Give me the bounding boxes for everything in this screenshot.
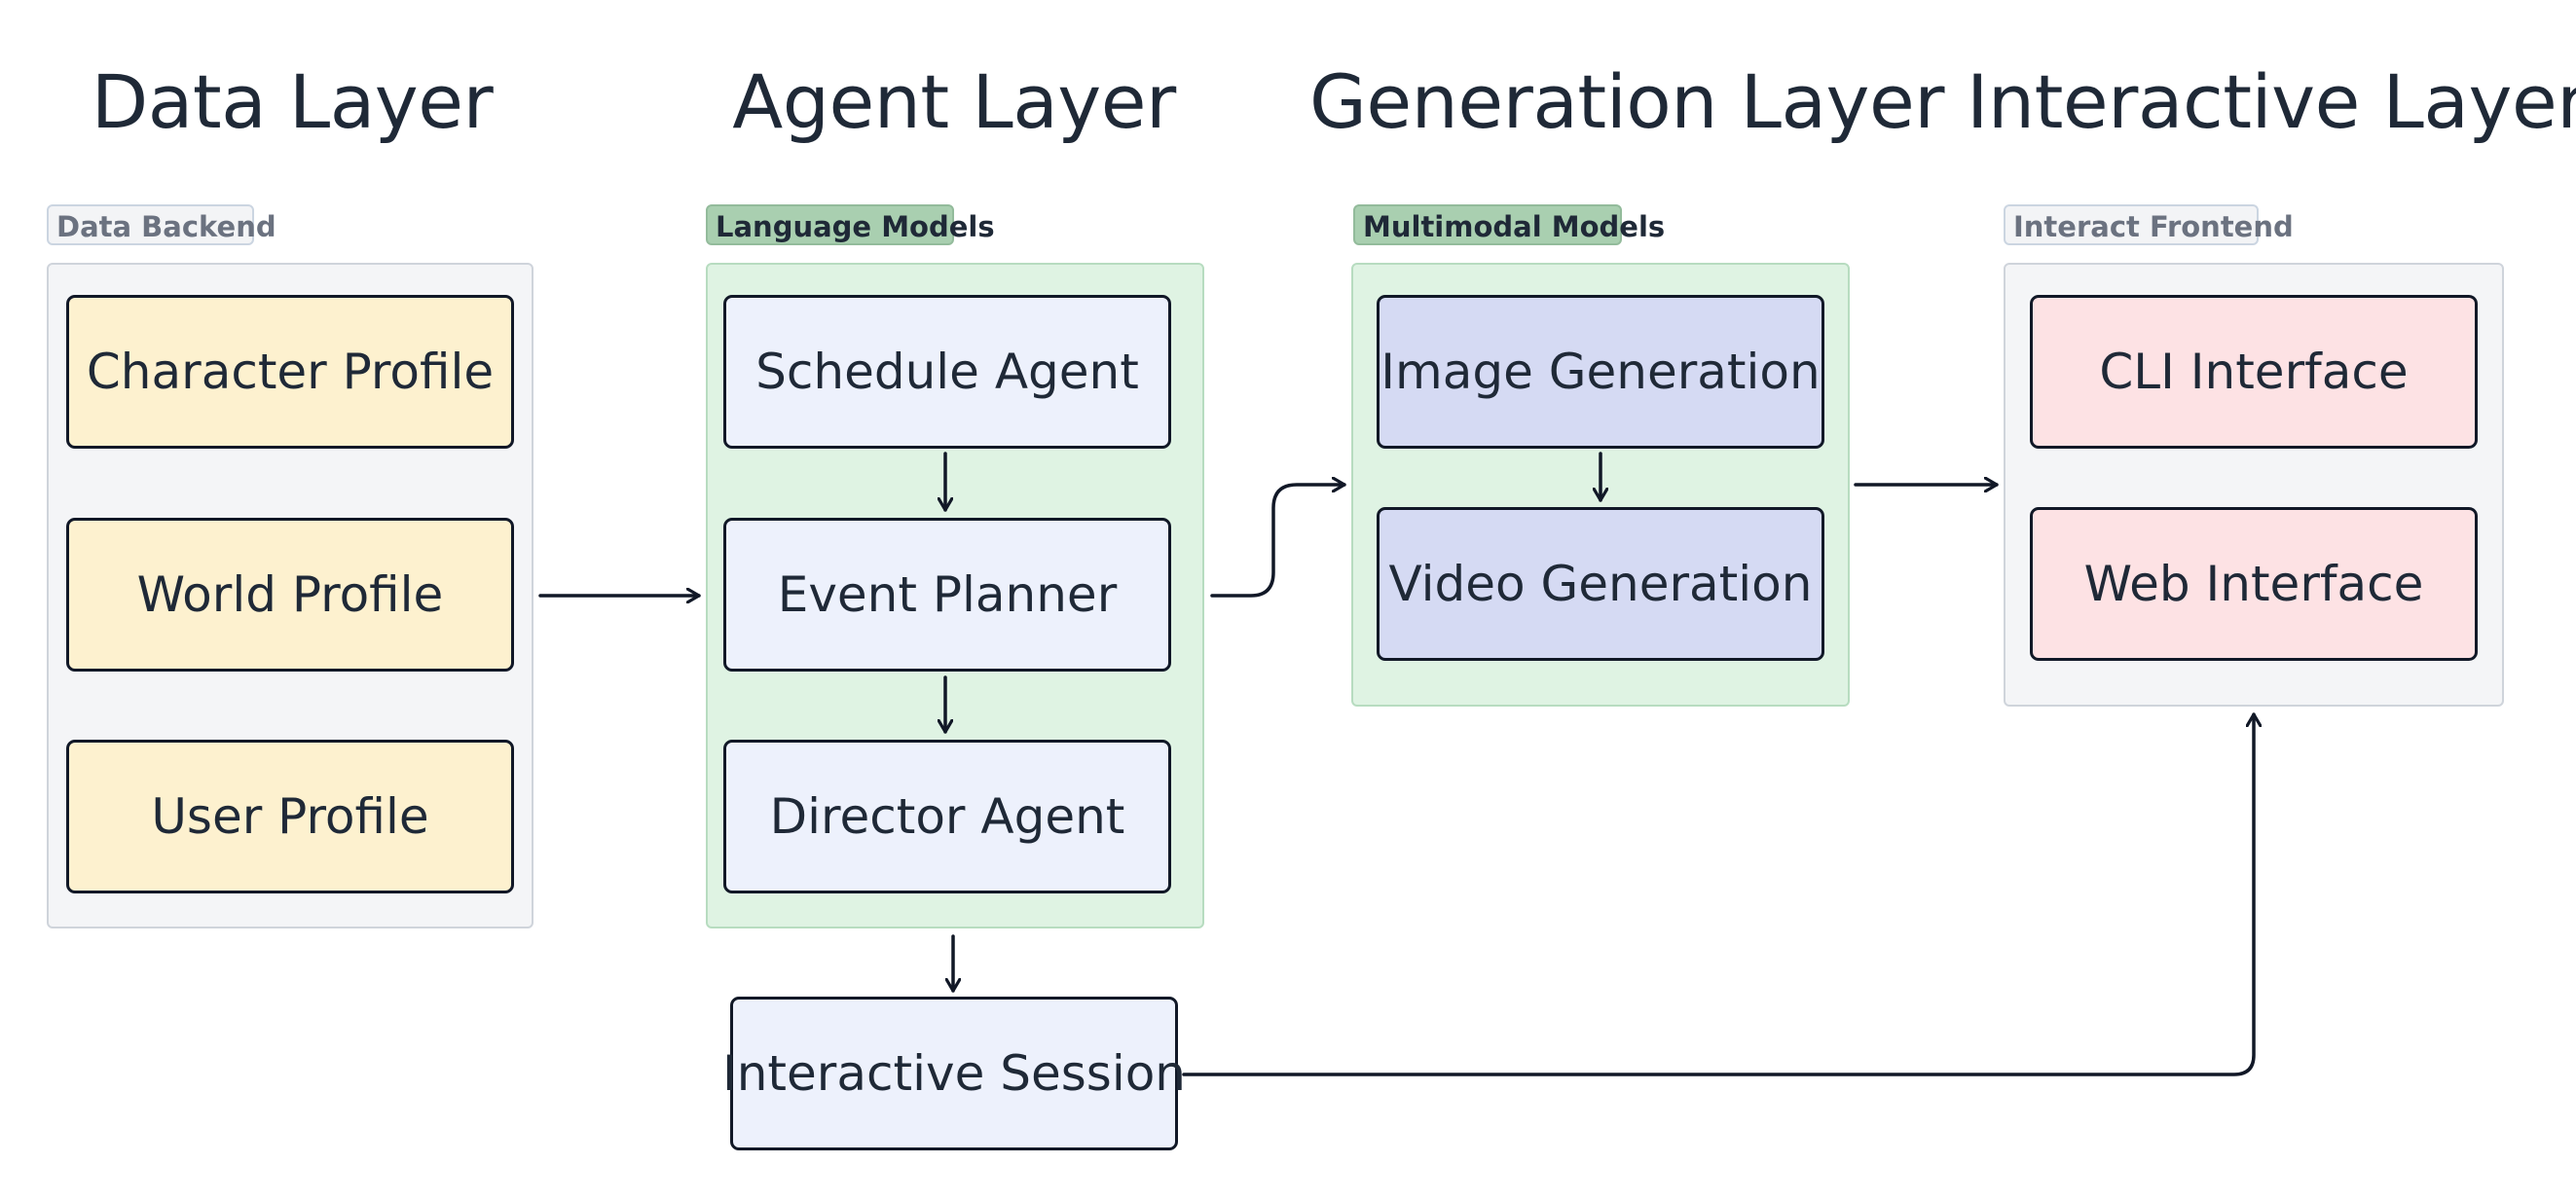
data-layer-title: Data Layer (91, 58, 494, 145)
agent-layer-title: Agent Layer (732, 58, 1176, 145)
language-models-tag: Language Models (706, 204, 995, 245)
schedule-agent-node: Schedule Agent (723, 295, 1171, 449)
web-interface-node: Web Interface (2030, 507, 2478, 661)
image-generation-node: Image Generation (1377, 295, 1824, 449)
director-agent-node: Director Agent (723, 740, 1171, 893)
interactive-session-node: Interactive Session (722, 997, 1186, 1150)
cli-interface-node: CLI Interface (2030, 295, 2478, 449)
data-backend-tag: Data Backend (47, 204, 276, 245)
arrow-session-to-frontend (1182, 712, 2254, 1076)
multimodal-models-tag: Multimodal Models (1353, 204, 1665, 245)
generation-layer-title: Generation Layer (1309, 58, 1945, 145)
arrow-event-to-image (1210, 485, 1346, 598)
video-generation-node: Video Generation (1377, 507, 1824, 661)
world-profile-node: World Profile (66, 518, 514, 672)
user-profile-node: User Profile (66, 740, 514, 893)
event-planner-node: Event Planner (723, 518, 1171, 672)
interactive-layer-title: Interactive Layer (1967, 58, 2576, 145)
character-profile-node: Character Profile (66, 295, 514, 449)
interact-frontend-tag: Interact Frontend (2004, 204, 2294, 245)
